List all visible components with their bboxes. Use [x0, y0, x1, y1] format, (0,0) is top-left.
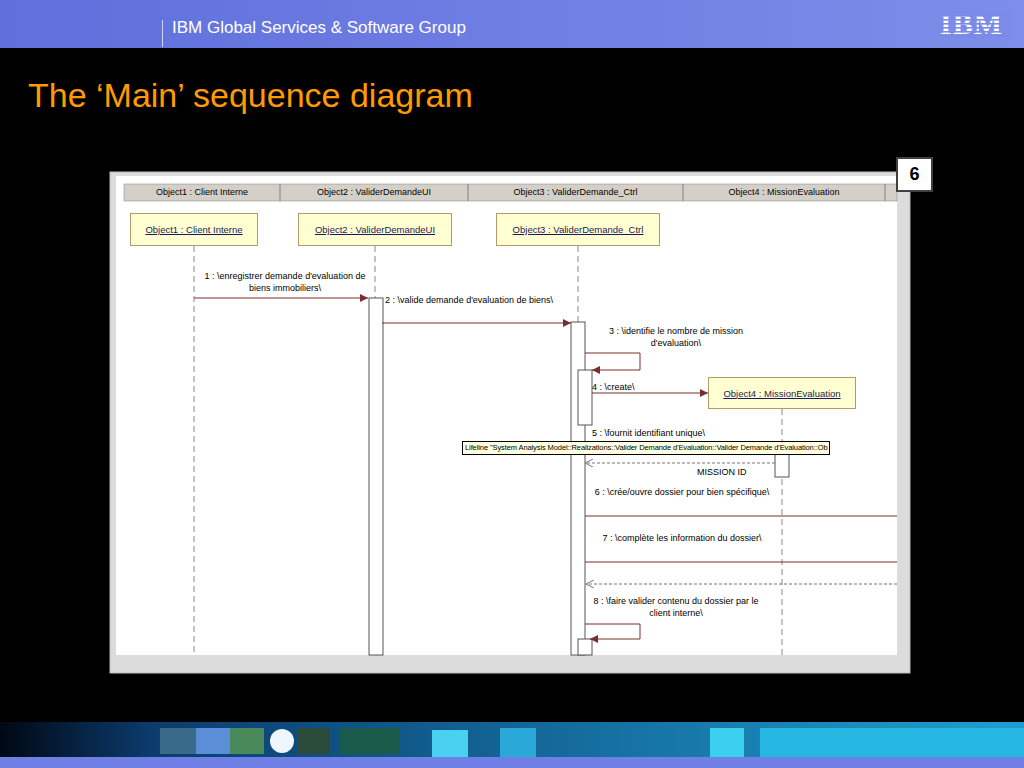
self-message [585, 624, 640, 639]
return-message [585, 463, 775, 464]
message-label: 2 : \valide demande d'evaluation de bien… [383, 294, 555, 306]
column-header: Object2 : ValiderDemandeUI [280, 187, 468, 198]
header-text: IBM Global Services & Software Group [172, 17, 466, 38]
logo-stripe [936, 31, 1012, 33]
self-message [585, 353, 640, 370]
message-arrow [194, 298, 368, 299]
footer-image [432, 730, 468, 757]
screenshot-frame [110, 172, 910, 673]
message-label: MISSION ID [697, 466, 747, 478]
message-label: 3 : \identifie le nombre de mission d'ev… [590, 325, 762, 349]
return-line [586, 584, 897, 585]
header-bar [0, 0, 1024, 48]
activation-bar [369, 298, 383, 655]
screenshot-canvas [116, 176, 897, 655]
message-line [585, 562, 897, 563]
message-arrow [382, 323, 571, 324]
logo-stripe [936, 27, 1012, 29]
column-header-row [124, 184, 897, 201]
node-text: 6 [909, 164, 919, 185]
column-header: Object1 : Client Interne [124, 187, 280, 198]
footer-bar [0, 757, 1024, 768]
message-label: 6 : \crée/ouvre dossier pour bien spécif… [590, 487, 774, 498]
message-label: 1 : \enregistrer demande d'evaluation de… [194, 270, 376, 294]
slide-number-box: 6 [896, 157, 933, 192]
activation-bar [578, 370, 592, 425]
lifeline-head: Object2 : ValiderDemandeUI [298, 213, 452, 246]
footer-image [710, 728, 744, 757]
node-text: Object3 : ValiderDemande_Ctrl [513, 224, 644, 235]
column-separator [468, 184, 469, 201]
message-label: 7 : \complète les information du dossier… [590, 533, 774, 544]
footer-image [760, 728, 1024, 757]
logo-stripe [936, 19, 1012, 21]
activation-bar [578, 639, 592, 655]
lifeline-head: Object1 : Client Interne [130, 213, 258, 246]
footer-image [500, 728, 536, 757]
column-separator [280, 184, 281, 201]
message-line [585, 516, 897, 517]
footer-image [196, 728, 230, 754]
lifeline-head: Object4 : MissionEvaluation [708, 377, 856, 409]
lifeline [194, 246, 195, 655]
logo-stripe [936, 23, 1012, 25]
footer-image [230, 728, 264, 754]
footer-band [0, 722, 1024, 757]
logo-stripe [936, 11, 1012, 13]
tooltip-box: Lifeline "System Analysis Model::Realiza… [462, 441, 830, 455]
column-header: Object3 : ValiderDemande_Ctrl [468, 187, 683, 198]
column-header: Object4 : MissionEvaluation [683, 187, 885, 198]
message-label: 8 : \faire valider contenu du dossier pa… [588, 595, 764, 619]
header-divider [162, 20, 163, 47]
message-label: 4 : \create\ [592, 381, 635, 393]
footer-image [160, 728, 196, 754]
logo-stripe [936, 15, 1012, 17]
message-label: 5 : \fournit identifiant unique\ [592, 428, 705, 439]
footer-image [270, 729, 294, 753]
lifeline-head: Object3 : ValiderDemande_Ctrl [496, 213, 660, 246]
slide-title: The ‘Main’ sequence diagram [28, 77, 473, 113]
logo-stripe [936, 35, 1012, 37]
message-arrow [592, 393, 708, 394]
node-text: Object2 : ValiderDemandeUI [315, 224, 435, 235]
footer-image [340, 728, 400, 754]
node-text: Object4 : MissionEvaluation [723, 388, 840, 399]
node-text: Object1 : Client Interne [145, 224, 242, 235]
footer-image [298, 728, 330, 754]
column-separator [683, 184, 684, 201]
node-text: Lifeline "System Analysis Model::Realiza… [465, 442, 827, 454]
column-separator [885, 184, 886, 201]
